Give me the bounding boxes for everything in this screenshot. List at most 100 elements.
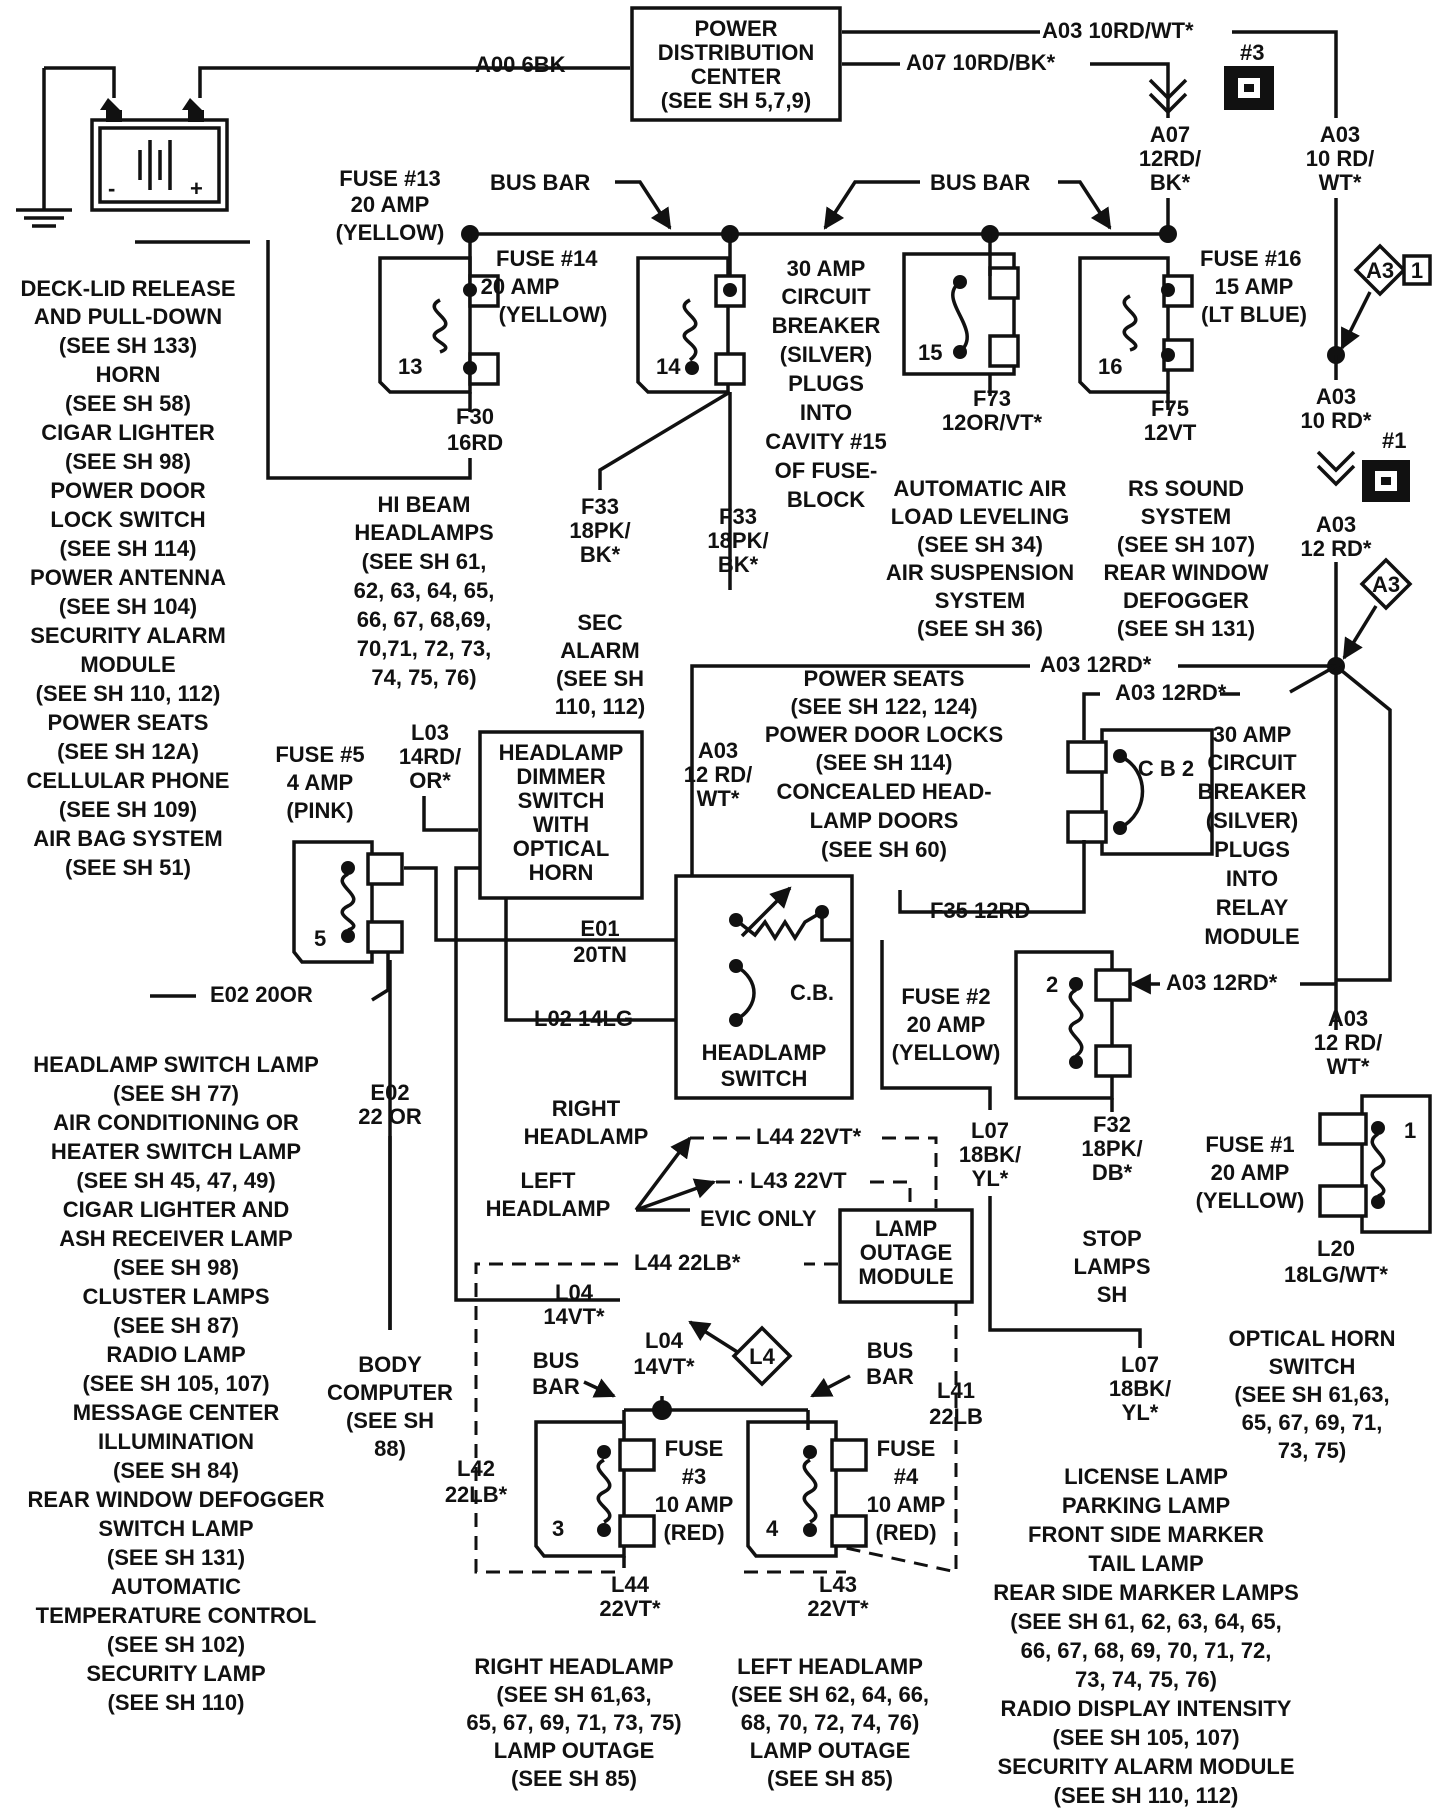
svg-text:MODULE: MODULE (80, 652, 175, 677)
svg-text:HEADLAMP SWITCH LAMP: HEADLAMP SWITCH LAMP (33, 1052, 319, 1077)
svg-text:A03: A03 (698, 738, 738, 763)
svg-text:F33: F33 (719, 504, 757, 529)
fuse-1: 1 (1318, 1094, 1432, 1234)
svg-text:FRONT SIDE MARKER: FRONT SIDE MARKER (1028, 1522, 1264, 1547)
svg-text:COMPUTER: COMPUTER (327, 1380, 453, 1405)
svg-text:POWER SEATS: POWER SEATS (804, 666, 965, 691)
svg-text:BAR: BAR (532, 1374, 580, 1399)
svg-text:CIRCUIT: CIRCUIT (1207, 750, 1297, 775)
label-a03-top: A03 10RD/WT* (1042, 18, 1194, 43)
svg-text:(SEE SH 61,63,: (SEE SH 61,63, (1234, 1382, 1389, 1407)
svg-text:A07: A07 (1150, 122, 1190, 147)
svg-text:1: 1 (1411, 258, 1423, 283)
battery: - + (90, 98, 229, 212)
svg-text:STOP: STOP (1082, 1226, 1142, 1251)
svg-text:HEADLAMP: HEADLAMP (499, 740, 624, 765)
svg-text:DIMMER: DIMMER (516, 764, 605, 789)
svg-text:CIRCUIT: CIRCUIT (781, 284, 871, 309)
svg-text:15 AMP: 15 AMP (1215, 274, 1294, 299)
svg-text:(RED): (RED) (875, 1520, 936, 1545)
svg-text:+: + (190, 176, 203, 201)
connector-symbol (1148, 78, 1188, 115)
svg-text:18PK/: 18PK/ (707, 528, 768, 553)
svg-text:62, 63, 64, 65,: 62, 63, 64, 65, (354, 578, 495, 603)
svg-text:L04: L04 (645, 1328, 684, 1353)
svg-text:L4: L4 (749, 1344, 775, 1369)
svg-text:LAMP DOORS: LAMP DOORS (810, 808, 959, 833)
svg-text:(SEE SH 110): (SEE SH 110) (108, 1690, 245, 1715)
svg-text:AIR SUSPENSION: AIR SUSPENSION (886, 560, 1074, 585)
svg-text:SECURITY ALARM: SECURITY ALARM (30, 623, 226, 648)
svg-text:LOAD LEVELING: LOAD LEVELING (891, 504, 1069, 529)
svg-text:(SEE SH 114): (SEE SH 114) (816, 750, 953, 775)
svg-text:YL*: YL* (1122, 1400, 1159, 1425)
svg-text:(SEE SH 107): (SEE SH 107) (1117, 532, 1255, 557)
svg-text:(SEE SH: (SEE SH (346, 1408, 434, 1433)
svg-text:A03: A03 (1328, 1006, 1368, 1031)
svg-text:(SEE SH 110, 112): (SEE SH 110, 112) (36, 681, 221, 706)
svg-text:CAVITY #15: CAVITY #15 (765, 429, 886, 454)
label-a00: A00 6BK (475, 52, 566, 77)
svg-text:14VT*: 14VT* (543, 1304, 605, 1329)
svg-text:PLUGS: PLUGS (1214, 837, 1290, 862)
svg-text:FUSE #14: FUSE #14 (496, 246, 598, 271)
svg-text:(SEE SH 36): (SEE SH 36) (917, 616, 1043, 641)
svg-text:WT*: WT* (1319, 170, 1362, 195)
svg-text:A3: A3 (1366, 258, 1394, 283)
svg-text:20TN: 20TN (573, 942, 627, 967)
svg-text:SECURITY LAMP: SECURITY LAMP (86, 1661, 265, 1686)
fuse-14: 14 (636, 234, 746, 394)
svg-text:L07: L07 (1121, 1352, 1159, 1377)
svg-text:FUSE #5: FUSE #5 (275, 742, 364, 767)
bus-bar-label-2: BUS BAR (930, 170, 1030, 195)
svg-text:POWER DOOR: POWER DOOR (50, 478, 205, 503)
svg-text:RS SOUND: RS SOUND (1128, 476, 1244, 501)
svg-text:10 AMP: 10 AMP (867, 1492, 946, 1517)
svg-text:REAR WINDOW: REAR WINDOW (1104, 560, 1269, 585)
lamp-outage-module: LAMP OUTAGE MODULE (838, 1208, 974, 1304)
svg-text:4 AMP: 4 AMP (287, 770, 353, 795)
svg-text:MODULE: MODULE (1204, 924, 1299, 949)
svg-text:DB*: DB* (1092, 1160, 1133, 1185)
svg-text:12VT: 12VT (1144, 420, 1197, 445)
svg-text:20 AMP: 20 AMP (481, 274, 560, 299)
svg-text:L42: L42 (457, 1456, 495, 1481)
svg-text:RIGHT: RIGHT (552, 1096, 621, 1121)
svg-text:18BK/: 18BK/ (1109, 1376, 1171, 1401)
svg-text:BREAKER: BREAKER (772, 313, 881, 338)
svg-text:(YELLOW): (YELLOW) (499, 302, 608, 327)
svg-text:WITH: WITH (533, 812, 589, 837)
svg-text:SYSTEM: SYSTEM (935, 588, 1025, 613)
svg-text:3: 3 (552, 1516, 564, 1541)
svg-text:CELLULAR PHONE: CELLULAR PHONE (27, 768, 230, 793)
svg-text:#4: #4 (894, 1464, 919, 1489)
svg-text:RIGHT HEADLAMP: RIGHT HEADLAMP (474, 1654, 673, 1679)
svg-text:18LG/WT*: 18LG/WT* (1284, 1262, 1388, 1287)
svg-text:(YELLOW): (YELLOW) (1196, 1188, 1305, 1213)
svg-text:C.B.: C.B. (790, 980, 834, 1005)
cb30-text: 30 AMP CIRCUIT BREAKER (SILVER) PLUGS IN… (765, 256, 886, 512)
svg-text:FUSE: FUSE (877, 1436, 936, 1461)
svg-text:POWER SEATS: POWER SEATS (48, 710, 209, 735)
svg-text:PARKING LAMP: PARKING LAMP (1062, 1493, 1230, 1518)
svg-text:#3: #3 (682, 1464, 706, 1489)
svg-text:FUSE #13: FUSE #13 (339, 166, 441, 191)
svg-text:HEADLAMP: HEADLAMP (702, 1040, 827, 1065)
svg-text:F35 12RD: F35 12RD (930, 898, 1030, 923)
svg-text:12RD/: 12RD/ (1139, 146, 1201, 171)
svg-text:A03: A03 (1320, 122, 1360, 147)
svg-text:A03 12RD*: A03 12RD* (1115, 680, 1227, 705)
svg-text:FUSE #2: FUSE #2 (901, 984, 990, 1009)
svg-text:(SEE SH 87): (SEE SH 87) (113, 1313, 239, 1338)
svg-text:L03: L03 (411, 720, 449, 745)
svg-text:68, 70, 72, 74, 76): 68, 70, 72, 74, 76) (741, 1710, 920, 1735)
svg-text:30 AMP: 30 AMP (787, 256, 866, 281)
left-headlamp-text: LEFT HEADLAMP (SEE SH 62, 64, 66, 68, 70… (731, 1654, 929, 1791)
svg-text:FUSE #1: FUSE #1 (1205, 1132, 1294, 1157)
svg-text:L20: L20 (1317, 1236, 1355, 1261)
svg-text:20 AMP: 20 AMP (1211, 1160, 1290, 1185)
svg-text:F32: F32 (1093, 1112, 1131, 1137)
svg-text:(SEE SH 45, 47, 49): (SEE SH 45, 47, 49) (76, 1168, 275, 1193)
svg-text:SYSTEM: SYSTEM (1141, 504, 1231, 529)
svg-text:POWER DOOR LOCKS: POWER DOOR LOCKS (765, 722, 1003, 747)
